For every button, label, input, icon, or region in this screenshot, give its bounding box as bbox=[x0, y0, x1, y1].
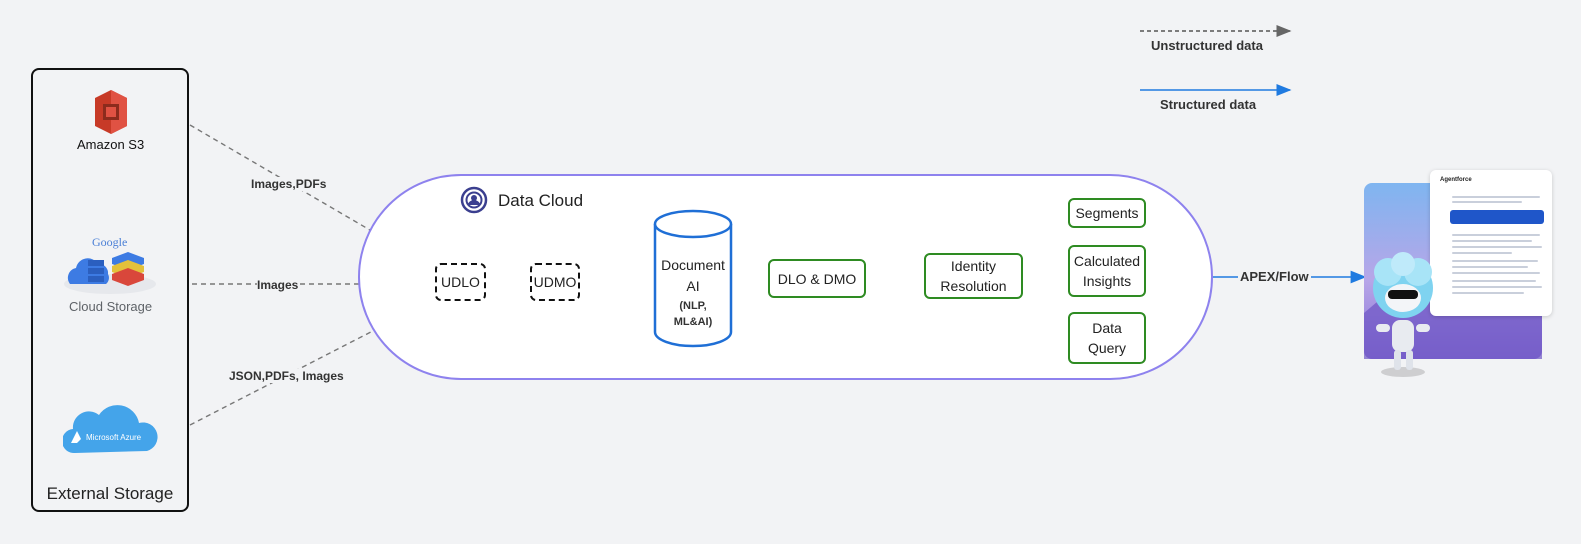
calculated-insights-line1: Calculated bbox=[1073, 253, 1141, 269]
external-storage-title: External Storage bbox=[46, 484, 174, 503]
data-query-line1: Data bbox=[1092, 320, 1122, 336]
segments-node: Segments bbox=[1068, 198, 1146, 228]
apex-flow-label: APEX/Flow bbox=[1238, 269, 1311, 284]
segments-label: Segments bbox=[1075, 205, 1139, 221]
dlo-dmo-label: DLO & DMO bbox=[777, 270, 857, 287]
microsoft-azure-icon bbox=[63, 405, 158, 454]
agentforce-panel: Agentforce bbox=[1430, 170, 1552, 316]
legend-unstructured-label: Unstructured data bbox=[1151, 38, 1263, 53]
agentforce-mascot-icon bbox=[1373, 252, 1433, 377]
data-cloud-icon bbox=[460, 186, 488, 214]
udlo-label: UDLO bbox=[441, 274, 480, 290]
identity-resolution-line1: Identity bbox=[950, 258, 997, 274]
document-ai-line2: AI bbox=[686, 278, 700, 294]
amazon-s3-label: Amazon S3 bbox=[77, 137, 145, 152]
identity-resolution-node: Identity Resolution bbox=[924, 253, 1023, 299]
amazon-s3-icon bbox=[95, 90, 127, 134]
document-ai-line3: (NLP, bbox=[679, 300, 707, 312]
calculated-insights-node: Calculated Insights bbox=[1068, 245, 1146, 297]
google-wordmark: Google bbox=[92, 235, 128, 249]
document-ai-line4: ML&AI) bbox=[673, 316, 713, 328]
external-storage-panel: External Storage bbox=[31, 68, 189, 512]
edge-label-s3: Images,PDFs bbox=[251, 177, 327, 191]
microsoft-azure-label: Microsoft Azure bbox=[86, 433, 142, 442]
agentforce-header: Agentforce bbox=[1440, 177, 1472, 183]
edge-label-gcs: Images bbox=[257, 278, 299, 292]
data-query-line2: Query bbox=[1087, 340, 1127, 356]
edge-label-azure: JSON,PDFs, Images bbox=[229, 369, 344, 383]
udlo-node: UDLO bbox=[435, 263, 486, 301]
identity-resolution-line2: Resolution bbox=[940, 278, 1007, 294]
calculated-insights-line2: Insights bbox=[1082, 273, 1132, 289]
document-ai-line1: Document bbox=[661, 257, 725, 273]
udmo-node: UDMO bbox=[530, 263, 580, 301]
data-cloud-title: Data Cloud bbox=[498, 191, 584, 210]
udmo-label: UDMO bbox=[533, 274, 577, 290]
dlo-dmo-node: DLO & DMO bbox=[768, 259, 866, 298]
legend-structured-label: Structured data bbox=[1160, 97, 1257, 112]
google-cloud-storage-label: Cloud Storage bbox=[69, 299, 153, 314]
data-query-node: Data Query bbox=[1068, 312, 1146, 364]
document-ai-cylinder bbox=[653, 209, 733, 348]
google-cloud-storage-icon bbox=[64, 252, 156, 294]
